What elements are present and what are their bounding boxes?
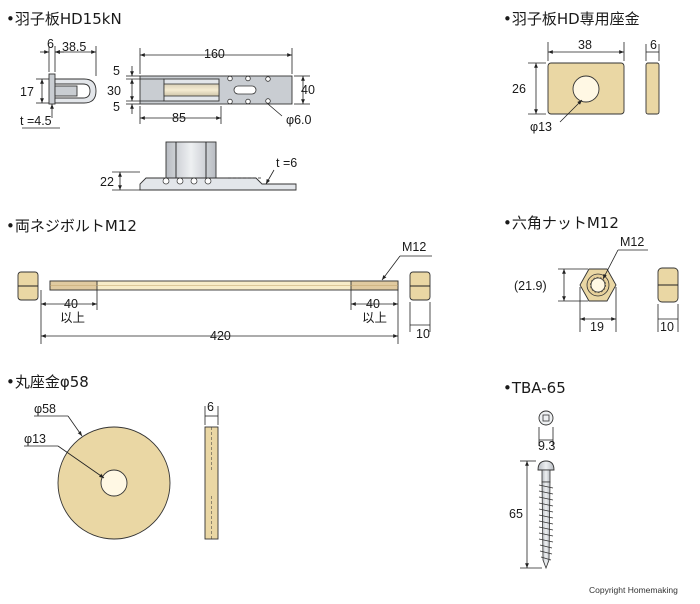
nut-dim-10: 10 bbox=[660, 320, 674, 334]
nut-hole bbox=[590, 277, 606, 293]
wp-dim-38: 38 bbox=[578, 38, 592, 52]
screw-head-top bbox=[538, 410, 554, 426]
square-drive-icon bbox=[542, 414, 550, 422]
bolt-dim-m12: M12 bbox=[402, 240, 426, 254]
screw-thread bbox=[538, 484, 554, 561]
washer-plate-hole bbox=[572, 75, 600, 103]
rw-dim-13: φ13 bbox=[24, 432, 46, 446]
bolt-section: •両ネジボルトM12 M12 40 以上 40 以上 420 10 bbox=[6, 217, 432, 344]
nut-dim-21-9: (21.9) bbox=[514, 279, 547, 293]
nut-dim-19: 19 bbox=[590, 320, 604, 334]
dim-5-bottom: 5 bbox=[113, 100, 120, 114]
top-slot bbox=[233, 85, 257, 95]
dim-hole: φ6.0 bbox=[286, 113, 312, 127]
screw-dim-65: 65 bbox=[509, 507, 523, 521]
dim-85: 85 bbox=[172, 111, 186, 125]
dim-30: 30 bbox=[107, 84, 121, 98]
bolt-above-right: 以上 bbox=[362, 311, 387, 325]
dim-22: 22 bbox=[100, 175, 114, 189]
nut-title: •六角ナットM12 bbox=[503, 214, 619, 232]
side-plate bbox=[48, 73, 56, 105]
bolt-dim-40-right: 40 bbox=[366, 297, 380, 311]
bolt-above-left: 以上 bbox=[60, 311, 85, 325]
bolt-dim-40-left: 40 bbox=[64, 297, 78, 311]
plate-section: •羽子板HD15kN 6 38.5 17 t =4.5 bbox=[6, 10, 315, 191]
bolt-dim-10: 10 bbox=[416, 327, 430, 341]
dim-40: 40 bbox=[301, 83, 315, 97]
washer-plate-section: •羽子板HD専用座金 38 6 26 φ13 bbox=[503, 10, 660, 134]
plate-top-view: 160 40 5 30 5 85 φ6.0 bbox=[107, 47, 315, 127]
rw-dim-58: φ58 bbox=[34, 402, 56, 416]
bolt-dim-420: 420 bbox=[210, 329, 231, 343]
screw-title: •TBA-65 bbox=[503, 379, 566, 397]
top-bracket-pipe bbox=[163, 83, 220, 97]
screw-shank bbox=[541, 481, 551, 570]
screw-dim-9-3: 9.3 bbox=[538, 439, 555, 453]
copyright-text: Copyright Homemaking bbox=[589, 585, 678, 595]
side-web bbox=[54, 85, 78, 97]
wp-dim-13: φ13 bbox=[530, 120, 552, 134]
nut-section: •六角ナットM12 M12 (21.9) 19 10 bbox=[503, 214, 679, 334]
washer-plate-title: •羽子板HD専用座金 bbox=[503, 10, 640, 28]
dim-t6: t =6 bbox=[276, 156, 297, 170]
dim-160: 160 bbox=[204, 47, 225, 61]
dim-t4-5: t =4.5 bbox=[20, 114, 52, 128]
round-washer-title: •丸座金φ58 bbox=[6, 373, 89, 391]
dim-38-5: 38.5 bbox=[62, 40, 86, 54]
dim-6: 6 bbox=[47, 37, 54, 51]
plate-front-view: 22 t =6 bbox=[100, 141, 297, 191]
screw-neck bbox=[541, 469, 551, 483]
dim-5-top: 5 bbox=[113, 64, 120, 78]
front-bracket bbox=[165, 141, 217, 181]
round-washer-hole bbox=[100, 469, 128, 497]
wp-dim-6: 6 bbox=[650, 38, 657, 52]
plate-title: •羽子板HD15kN bbox=[6, 10, 122, 28]
bolt-title: •両ネジボルトM12 bbox=[6, 217, 137, 235]
wp-dim-26: 26 bbox=[512, 82, 526, 96]
washer-plate-side bbox=[645, 62, 660, 115]
dim-17: 17 bbox=[20, 85, 34, 99]
side-bracket bbox=[54, 78, 97, 104]
round-washer-section: •丸座金φ58 φ58 φ13 6 bbox=[6, 373, 219, 540]
screw-section: •TBA-65 9.3 65 bbox=[503, 379, 566, 570]
screw-head bbox=[537, 460, 555, 471]
plate-side-view: 6 38.5 17 t =4.5 bbox=[20, 37, 97, 129]
rw-dim-6: 6 bbox=[207, 400, 214, 414]
nut-dim-m12: M12 bbox=[620, 235, 644, 249]
